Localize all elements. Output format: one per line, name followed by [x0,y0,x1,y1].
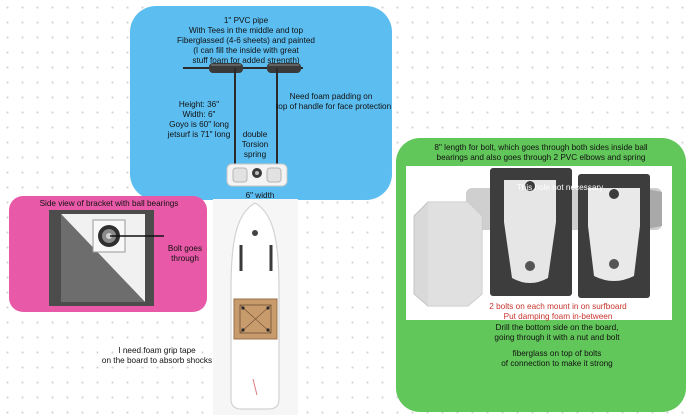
mount-photo [406,166,672,320]
bolt-through-label: Bolt goes through [167,244,203,263]
mount-bolts-note: 2 bolts on each mount in on surfboard Pu… [489,302,627,321]
fiberglass-note: fiberglass on top of bolts of connection… [501,349,613,368]
handle-frame-sketch [183,63,303,187]
width-label: 6" width [245,191,275,200]
dimensions-note: Height: 36" Width: 6" Goyo is 60" long j… [167,100,231,139]
bracket-photo [49,210,154,306]
torsion-spring-label: double Torsion spring [241,130,269,159]
bracket-card-title: Side view of bracket with ball bearings [39,199,179,208]
pvc-pipe-note: 1" PVC pipe With Tees in the middle and … [177,16,315,65]
grip-tape-note: I need foam grip tape on the board to ab… [101,346,213,365]
bolt-length-note: 8" length for bolt, which goes through b… [434,143,648,162]
bolt-arrow [110,235,164,237]
foam-padding-note: Need foam padding on top of handle for f… [276,92,392,111]
hole-not-necessary-note: This hole not necessary [516,183,604,192]
drill-note: Drill the bottom side on the board, goin… [494,323,620,342]
surfboard-photo [213,199,298,415]
